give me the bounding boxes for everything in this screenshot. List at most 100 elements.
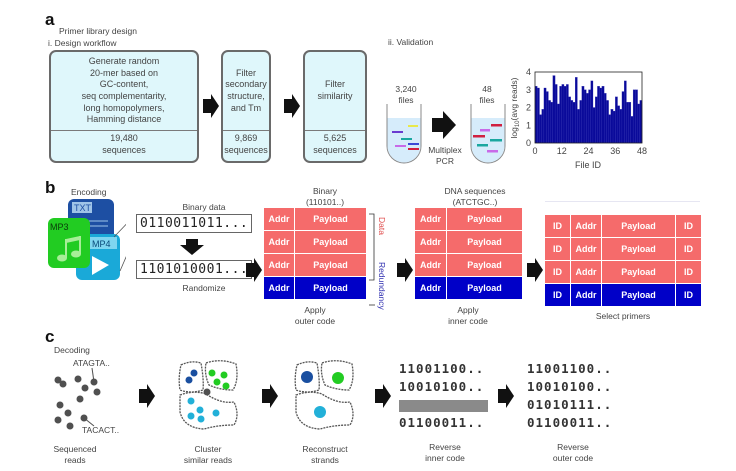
chart-bar [617, 105, 620, 144]
chart-bar [559, 86, 562, 144]
chart-bar [606, 100, 609, 144]
y-tick-label: 2 [526, 103, 531, 113]
label-line: Apply [457, 305, 479, 315]
addr-cell: Addr [264, 254, 294, 276]
count-value: 9,869 [234, 133, 258, 144]
arrow-right-icon [375, 384, 391, 408]
chart-bar [541, 109, 545, 144]
redundancy-label: Redundancy [377, 262, 387, 310]
chart-bar [624, 80, 627, 144]
chart-bar [612, 110, 616, 144]
pcr-line: Multiplex [428, 145, 462, 155]
chart-bar [570, 100, 574, 144]
id-cell: ID [545, 215, 570, 237]
payload-cell: Payload [602, 238, 675, 260]
label-line: outer code [552, 452, 594, 463]
decoding-label: Decoding [54, 345, 90, 355]
desc-line: structure, [227, 91, 265, 101]
chart-bar [615, 96, 618, 144]
binary-table-title: Binary (110101..) [275, 186, 375, 207]
payload-cell: Payload [602, 284, 675, 306]
addr-cell: Addr [571, 215, 601, 237]
step-description: Filter secondary structure, and Tm [223, 52, 269, 131]
desc-line: Filter [236, 67, 256, 78]
test-tube-48-files-icon [470, 104, 506, 164]
addr-cell: Addr [264, 277, 294, 299]
sequenced-reads-label: Sequenced reads [50, 444, 100, 465]
panel-b-letter: b [45, 178, 56, 197]
chart-bar [626, 102, 629, 144]
chart-bar [543, 87, 547, 144]
chart-bar [610, 109, 614, 144]
reverse-outer-label: Reverse outer code [543, 442, 603, 463]
chart-bar [608, 114, 611, 144]
chart-bars [534, 75, 643, 144]
apply-inner-code-label: Apply inner code [428, 305, 508, 326]
id-cell: ID [676, 261, 701, 283]
payload-cell: Payload [447, 231, 522, 253]
tube-left-count: 3,240 [395, 84, 417, 94]
cluster-label: Cluster similar reads [178, 444, 238, 465]
payload-cell: Payload [295, 254, 366, 276]
select-primers-label: Select primers [595, 311, 651, 321]
sequenced-reads-icon [54, 367, 101, 430]
binary-row: 10010100.. [399, 379, 485, 394]
x-tick-label: 24 [583, 146, 593, 156]
label-line: strands [311, 454, 339, 465]
chart-bar [546, 91, 549, 144]
chart-bar [586, 93, 589, 144]
validation-title: ii. Validation [388, 37, 434, 47]
chart-bar [539, 114, 542, 144]
chart-bar [601, 86, 605, 144]
desc-line: long homopolymers, [83, 102, 165, 113]
primer-library-title: Primer library design [59, 26, 137, 36]
workflow-step-filter-structure: Filter secondary structure, and Tm 9,869… [221, 50, 271, 163]
step-description: Generate random 20-mer based on GC-conte… [51, 52, 197, 131]
desc-line: seq complementarity, [81, 91, 167, 101]
label-line: Reconstruct [302, 444, 348, 454]
randomize-label: Randomize [182, 283, 226, 293]
read-sequence-a: ATAGTA.. [73, 358, 110, 368]
payload-cell: Payload [602, 261, 675, 283]
reconstruct-strands-icon [294, 360, 354, 430]
payload-cell: Payload [447, 277, 522, 299]
payload-cell: Payload [447, 208, 522, 230]
step-description: Filter similarity [305, 52, 365, 131]
addr-cell: Addr [415, 231, 446, 253]
label-line: Reverse [557, 442, 589, 452]
design-workflow-title: i. Design workflow [48, 38, 117, 48]
x-tick-label: 36 [610, 146, 620, 156]
count-unit: sequences [313, 145, 357, 155]
label-line: Reverse [429, 442, 461, 452]
arrow-right-icon [262, 384, 278, 408]
mp3-label: MP3 [50, 222, 69, 232]
reconstruct-label: Reconstruct strands [295, 444, 355, 465]
tube-right-label: 48 files [470, 84, 504, 105]
panel-c-letter: c [45, 327, 55, 346]
addr-cell: Addr [571, 238, 601, 260]
y-axis-label: log10(avg reads) [509, 77, 521, 138]
binary-row: 01010111.. [527, 397, 613, 412]
chart-bar [597, 86, 600, 144]
data-label: Data [377, 217, 387, 235]
apply-outer-code-label: Apply outer code [275, 305, 355, 326]
binary-data-label: Binary data [182, 202, 226, 212]
y-tick-label: 0 [526, 138, 531, 148]
count-value: 5,625 [323, 133, 347, 144]
count-value: 19,480 [110, 133, 138, 144]
binary-row: 10010100.. [527, 379, 613, 394]
chart-bar [563, 86, 567, 144]
addr-cell: Addr [415, 208, 446, 230]
chart-bar [599, 87, 603, 144]
arrow-right-icon [498, 384, 514, 408]
outer-code-rows: 11001100.. 10010100.. 01010111.. 0110001… [527, 361, 612, 433]
arrow-right-icon [203, 94, 219, 118]
chart-bar [621, 91, 625, 144]
desc-line: similarity [317, 91, 353, 101]
label-line: Cluster [194, 444, 222, 454]
chart-bar [575, 77, 578, 144]
binary-data-value: 0110011011... [136, 214, 253, 233]
